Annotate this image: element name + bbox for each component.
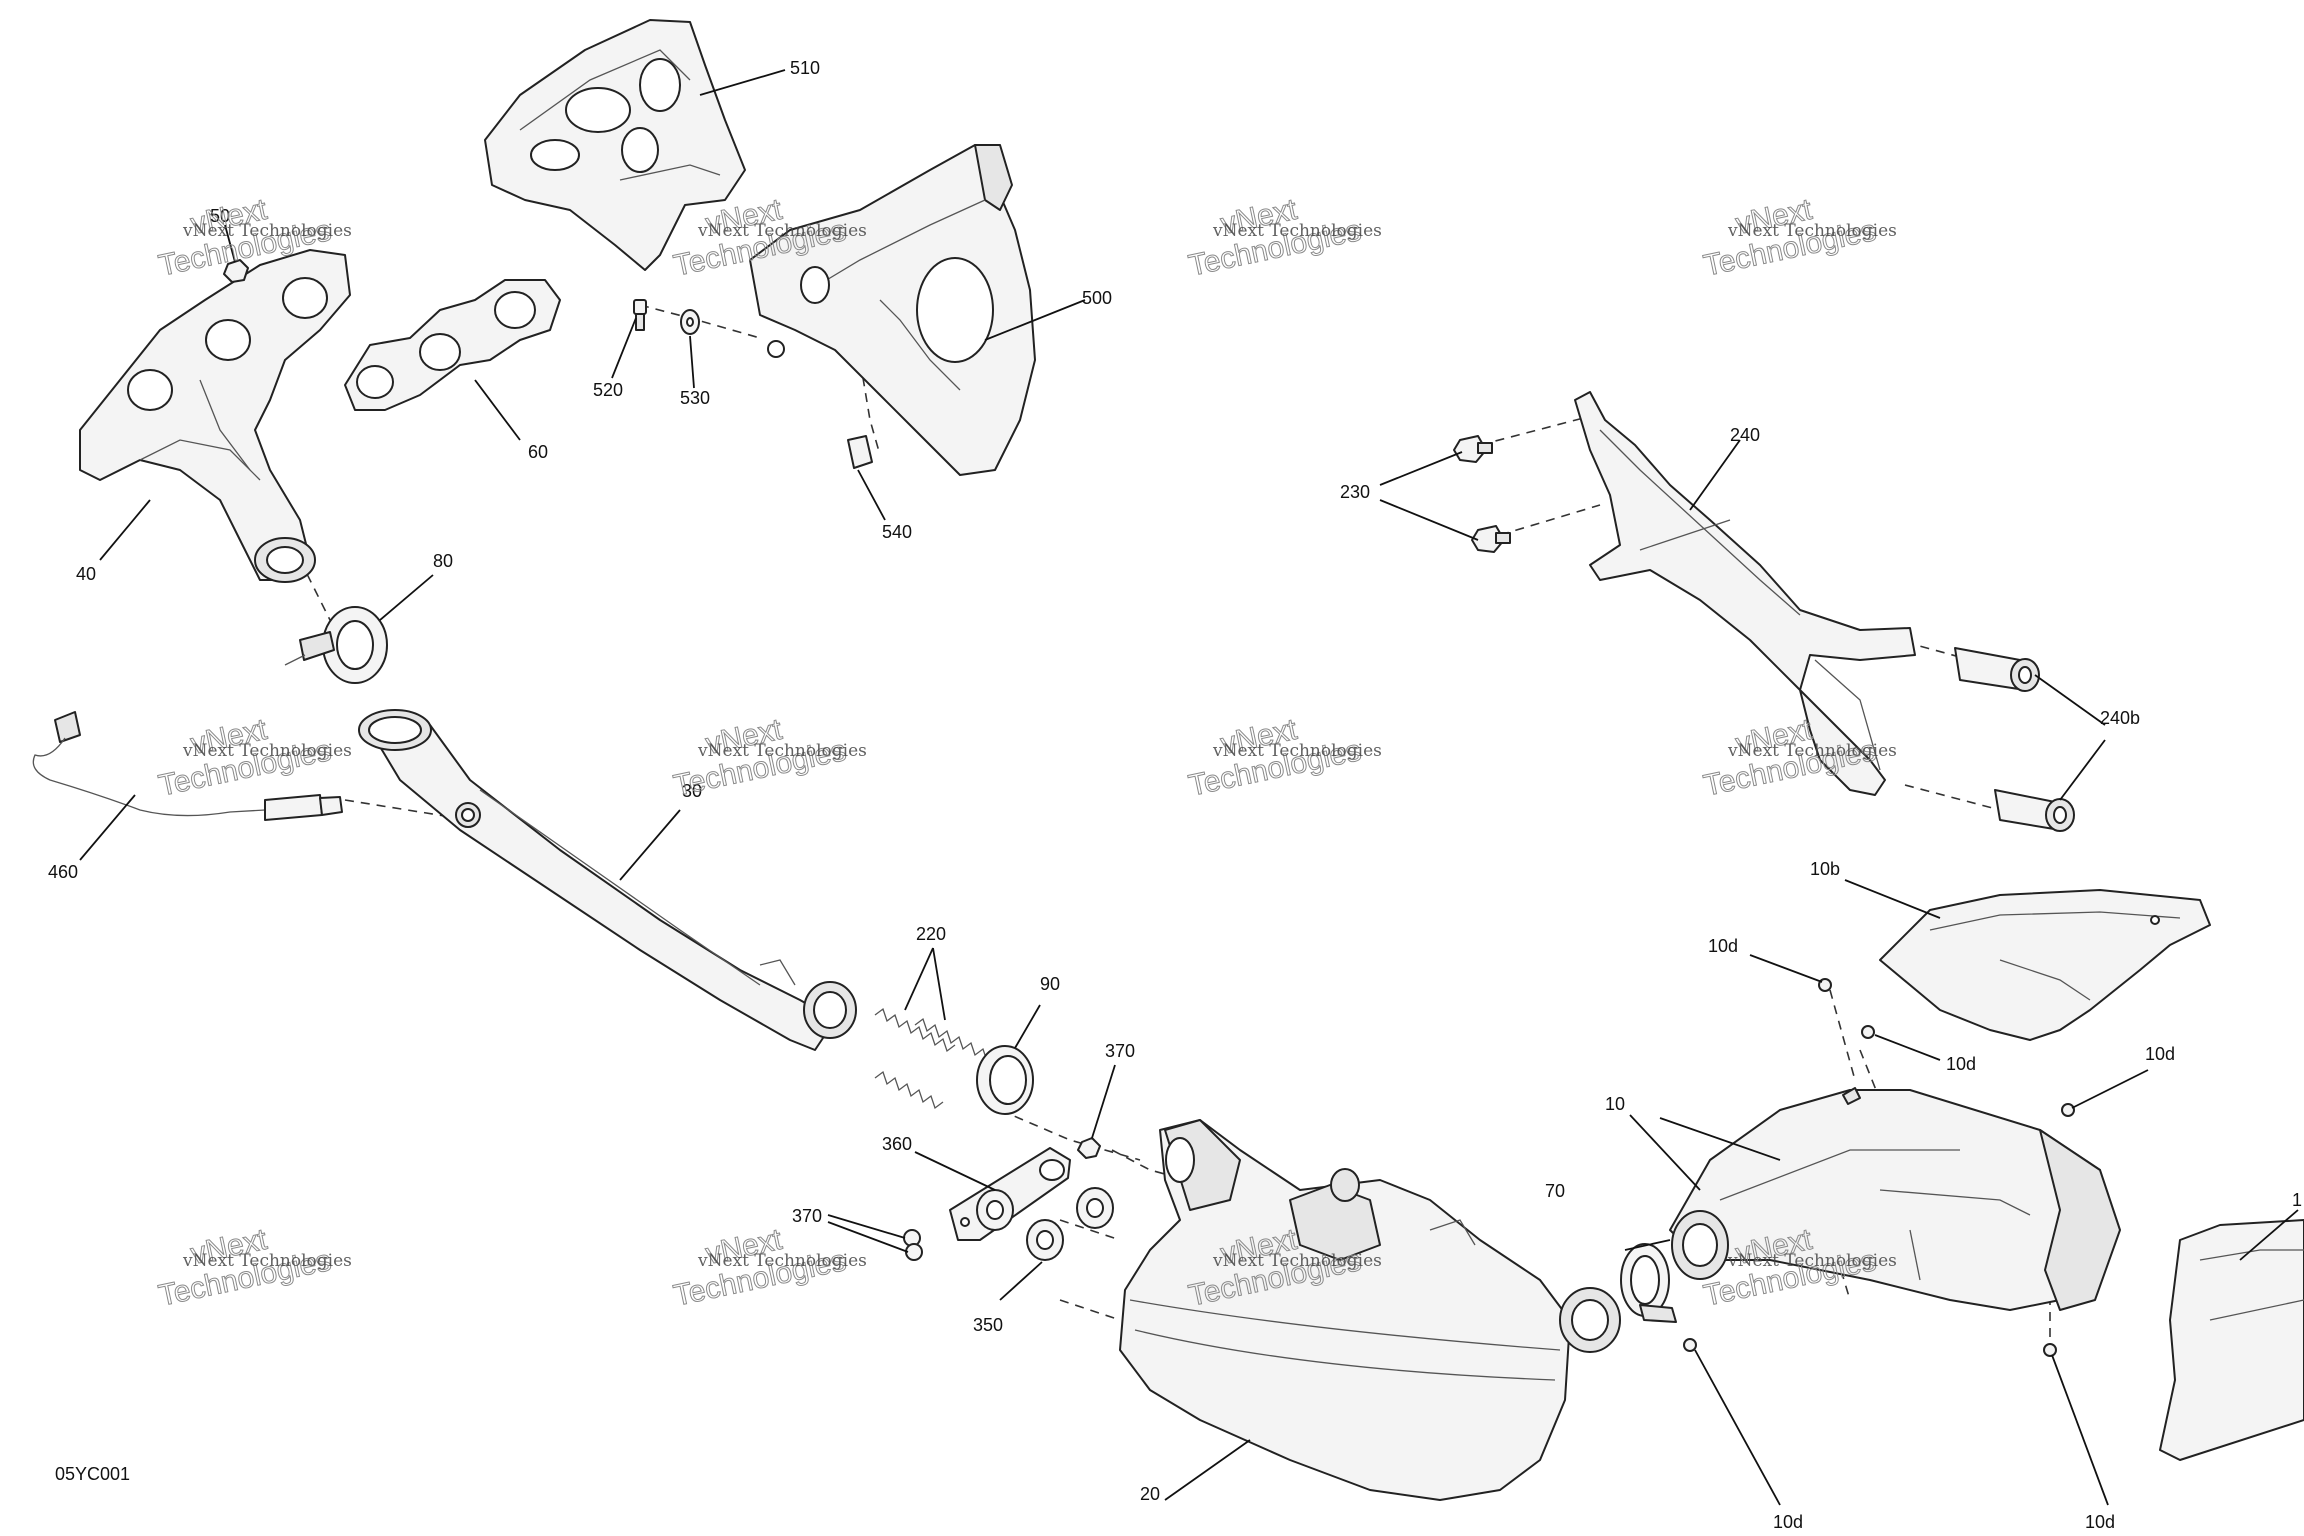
callout-240: 240	[1730, 425, 1760, 445]
part-230-bolt-b	[1471, 525, 1511, 553]
callout-500: 500	[1082, 288, 1112, 308]
part-460-oxygen-sensor	[32, 711, 343, 821]
part-540-clip	[847, 435, 873, 469]
part-530-washer	[680, 309, 700, 335]
callout-10d-a: 10d	[1708, 936, 1738, 956]
callout-370-a: 370	[1105, 1041, 1135, 1061]
part-60-gasket	[344, 279, 561, 411]
watermark-small-3: vNext Technologies	[1212, 221, 1382, 241]
part-30-exhaust-pipe	[358, 709, 857, 1051]
callout-10: 10	[1605, 1094, 1625, 1114]
part-500-heat-shield	[749, 144, 1036, 476]
part-10d-nuts	[1683, 978, 2075, 1357]
part-240-bracket	[1574, 391, 1916, 796]
watermark-small-2: vNext Technologies	[697, 221, 867, 241]
leader-lines	[79, 69, 2299, 1506]
watermark-small-5: vNext Technologies	[182, 741, 352, 761]
callout-520: 520	[593, 380, 623, 400]
part-70-clamp	[1620, 1243, 1677, 1323]
watermark-small-10: vNext Technologies	[697, 1251, 867, 1271]
part-10b-cover	[1879, 889, 2211, 1041]
part-370-nut-b	[903, 1229, 923, 1261]
callout-10d-b: 10d	[1946, 1054, 1976, 1074]
part-80-clamp	[284, 606, 388, 684]
part-510-heat-shield	[484, 19, 746, 271]
part-1-partial-shield	[2159, 1219, 2304, 1461]
callout-10d-d: 10d	[1773, 1512, 1803, 1532]
callout-1: 1	[2292, 1190, 2302, 1210]
callout-350: 350	[973, 1315, 1003, 1335]
callout-labels: 510 50 500 520 530 60 540 40 80 240 230 …	[48, 58, 2302, 1532]
callout-230: 230	[1340, 482, 1370, 502]
watermark-small-11: vNext Technologies	[1212, 1251, 1382, 1271]
part-10-tailpipe-box	[1669, 1087, 2121, 1311]
callout-90: 90	[1040, 974, 1060, 994]
callout-80: 80	[433, 551, 453, 571]
callout-50: 50	[210, 206, 230, 226]
callout-510: 510	[790, 58, 820, 78]
callout-20: 20	[1140, 1484, 1160, 1504]
callout-460: 460	[48, 862, 78, 882]
callout-240b: 240b	[2100, 708, 2140, 728]
callout-10d-c: 10d	[2145, 1044, 2175, 1064]
watermark-small-8: vNext Technologies	[1727, 741, 1897, 761]
callout-360: 360	[882, 1134, 912, 1154]
part-20-muffler	[1119, 1119, 1621, 1501]
callout-40: 40	[76, 564, 96, 584]
watermark-small-1: vNext Technologies	[182, 221, 352, 241]
part-220-springs	[874, 1007, 988, 1110]
watermark-small-9: vNext Technologies	[182, 1251, 352, 1271]
part-350-grommet-a	[976, 1189, 1014, 1231]
callout-60: 60	[528, 442, 548, 462]
callout-30: 30	[682, 781, 702, 801]
part-520-bolt	[633, 299, 647, 331]
callout-70: 70	[1545, 1181, 1565, 1201]
part-370-nut-a	[1077, 1137, 1101, 1159]
figure-code: 05YC001	[55, 1464, 130, 1484]
callout-10d-e: 10d	[2085, 1512, 2115, 1532]
callout-10b: 10b	[1810, 859, 1840, 879]
part-230-bolt-a	[1453, 435, 1493, 463]
part-350-grommet-b	[1026, 1219, 1064, 1261]
callout-220: 220	[916, 924, 946, 944]
watermark-small-4: vNext Technologies	[1727, 221, 1897, 241]
watermark-small-12: vNext Technologies	[1727, 1251, 1897, 1271]
part-40-exhaust-manifold	[79, 249, 351, 583]
callout-530: 530	[680, 388, 710, 408]
callout-370-b: 370	[792, 1206, 822, 1226]
watermark-small-7: vNext Technologies	[1212, 741, 1382, 761]
part-90-seal-ring	[976, 1045, 1034, 1115]
part-240b-bushing-a	[1954, 647, 2040, 692]
callout-540: 540	[882, 522, 912, 542]
watermark-small-6: vNext Technologies	[697, 741, 867, 761]
watermarks: vNext Technologies vNext Technologies vN…	[155, 192, 1897, 1313]
part-350-grommet-c	[1076, 1187, 1114, 1229]
part-50-nut	[223, 259, 249, 283]
part-240b-bushing-b	[1994, 789, 2075, 832]
